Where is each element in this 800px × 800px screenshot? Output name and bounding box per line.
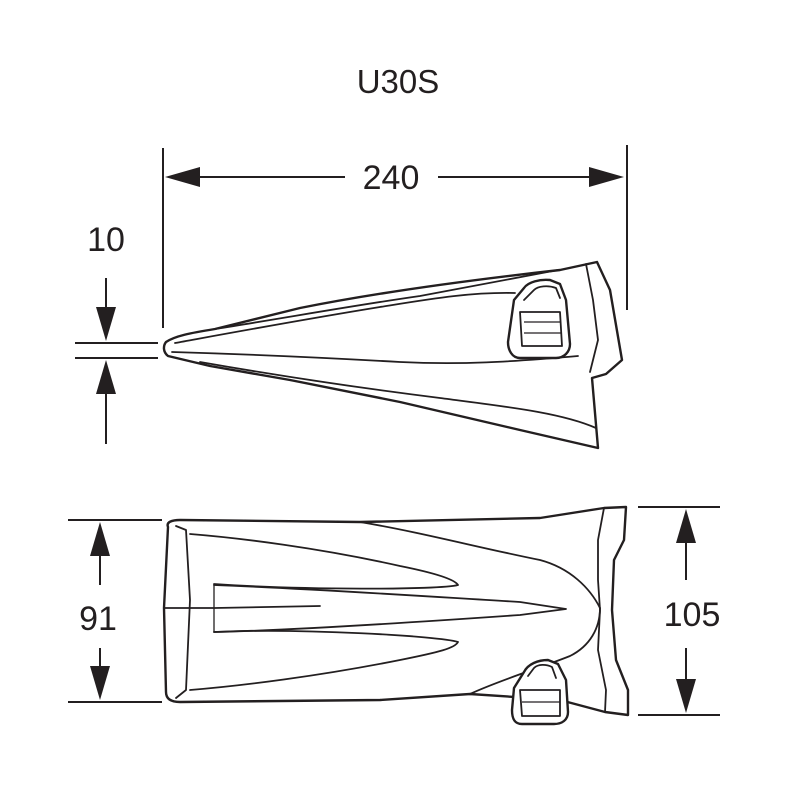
top-view-centre-spine (213, 584, 567, 633)
side-view-pin-lock (506, 278, 572, 360)
top-view-pin-lock (510, 658, 570, 726)
top-view-upper-facet (359, 521, 601, 609)
inner-width-arrow-down (90, 666, 110, 700)
top-view-lower-groove (189, 630, 459, 691)
tip-arrow-down (96, 307, 116, 341)
top-pin-lock-housing (510, 658, 570, 726)
tip-arrow-up (96, 360, 116, 394)
part-number-title: U30S (357, 63, 440, 100)
outer-width-arrow-down (676, 679, 696, 713)
side-view: 240 10 (75, 145, 628, 450)
side-view-rear-edge (585, 263, 599, 373)
tip-thickness-label: 10 (87, 221, 125, 259)
inner-width-label: 91 (79, 600, 117, 638)
top-view-body-outline (162, 505, 630, 717)
side-view-lower-ridge (171, 351, 579, 365)
top-view-upper-groove (189, 533, 459, 590)
outer-width-label: 105 (664, 596, 721, 634)
top-view-front-face (175, 525, 191, 699)
inner-width-arrow-up (90, 522, 110, 556)
top-view-lower-facet (469, 607, 601, 695)
length-dimension-label: 240 (363, 159, 420, 197)
side-view-lower-facet (199, 361, 597, 429)
pin-lock-inner (519, 311, 563, 347)
side-view-upper-facet (214, 269, 559, 330)
length-arrow-left (165, 167, 200, 187)
length-arrow-right (589, 167, 624, 187)
top-view-centre-line (163, 605, 321, 609)
top-pin-lock-inner (519, 689, 561, 717)
side-view-upper-ridge (174, 292, 516, 344)
top-view: 91 105 (68, 505, 721, 726)
outer-width-arrow-up (676, 509, 696, 543)
pin-lock-top (523, 285, 561, 301)
side-view-body-outline (162, 260, 624, 450)
top-view-rear-opening (597, 507, 607, 713)
top-pin-lock-cap (527, 663, 557, 679)
